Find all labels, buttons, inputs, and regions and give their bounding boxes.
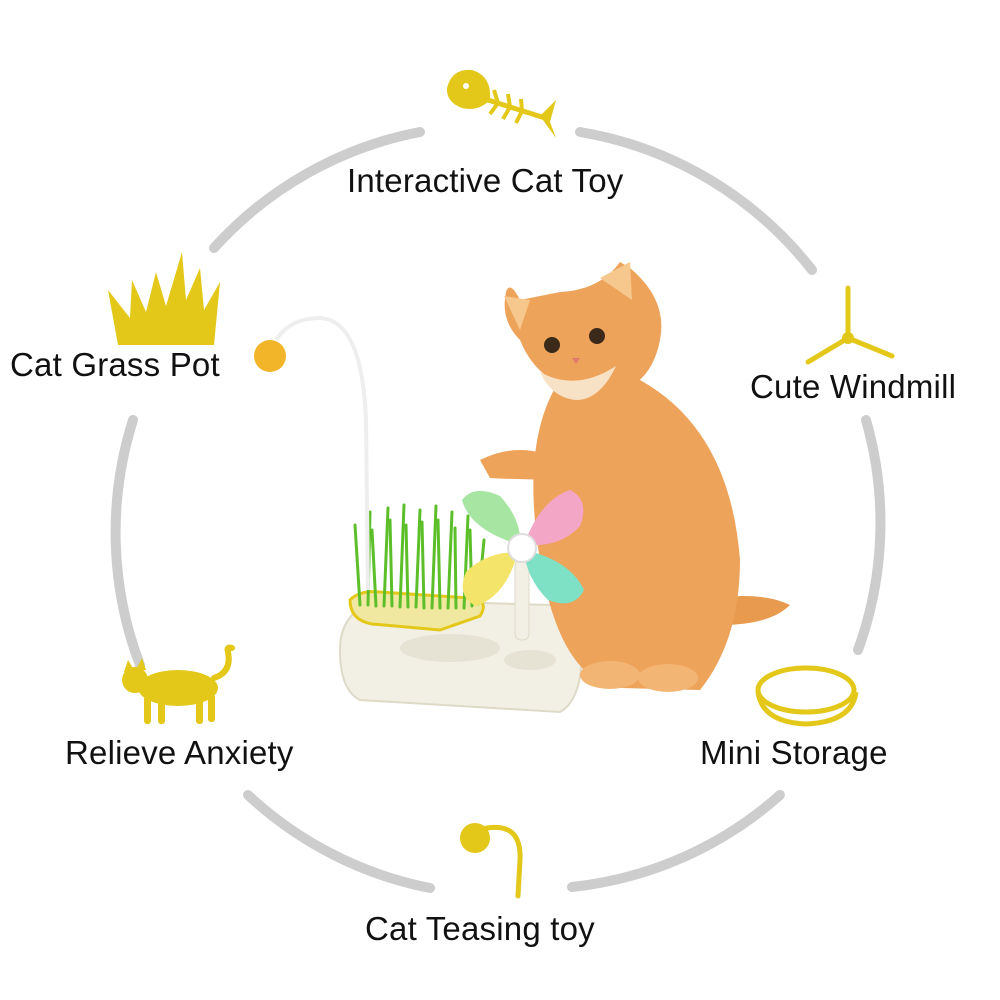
fish-bone-icon xyxy=(446,69,556,138)
product-base xyxy=(338,590,584,714)
windmill-icon xyxy=(805,285,895,365)
product-photo xyxy=(254,262,790,714)
feature-label-interactive-toy: Interactive Cat Toy xyxy=(347,162,624,199)
teaser-ball-icon xyxy=(460,823,523,899)
feature-label-cat-teasing-toy: Cat Teasing toy xyxy=(365,910,595,947)
ring-arc-left xyxy=(110,415,145,670)
product-windmill xyxy=(462,490,584,641)
ring-arc-top-left xyxy=(209,127,425,253)
grass-icon xyxy=(108,252,220,345)
feature-ring xyxy=(110,127,886,893)
ring-arc-right xyxy=(853,415,886,655)
feature-label-cute-windmill: Cute Windmill xyxy=(750,368,957,405)
feature-label-mini-storage: Mini Storage xyxy=(700,734,888,771)
feature-label-cat-grass-pot: Cat Grass Pot xyxy=(10,346,220,383)
ring-arc-bottom-left xyxy=(243,790,435,893)
feature-label-relieve-anxiety: Relieve Anxiety xyxy=(65,734,294,771)
cat-icon xyxy=(122,644,235,724)
teaser-wire xyxy=(274,315,370,591)
teaser-ball xyxy=(254,340,286,372)
dish-icon xyxy=(755,665,859,727)
cat-photo xyxy=(480,262,790,692)
ring-arc-top-right xyxy=(575,127,817,275)
ring-arc-bottom-right xyxy=(567,790,785,892)
